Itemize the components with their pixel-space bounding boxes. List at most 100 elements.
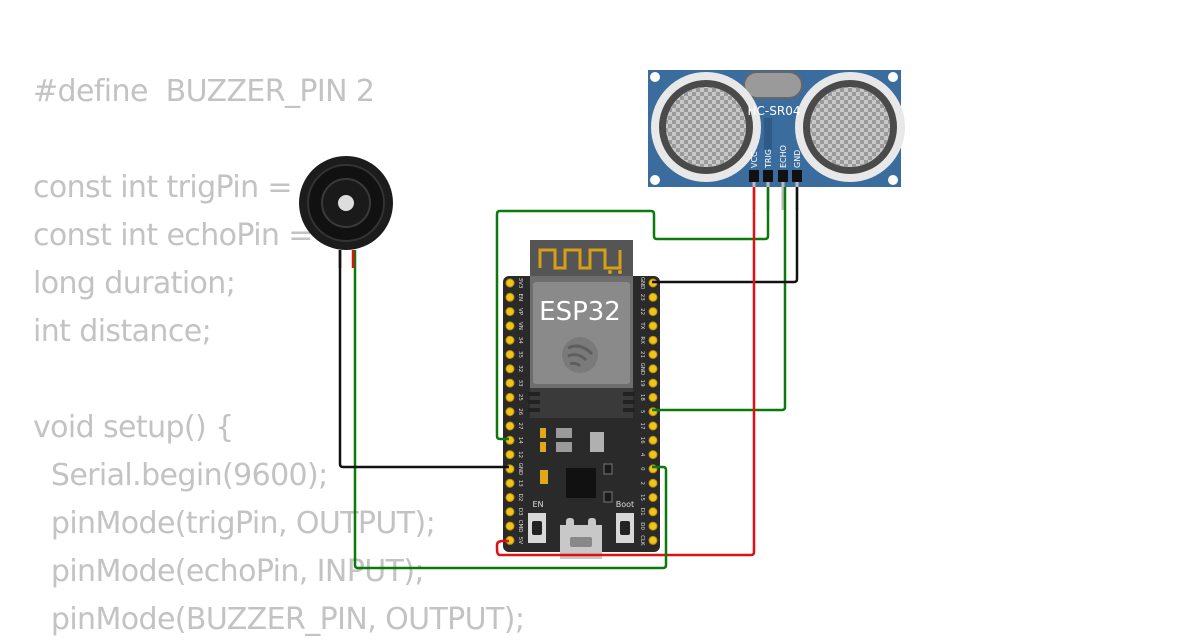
left-transducer-icon xyxy=(651,72,761,182)
pin-right-18[interactable]: 18 xyxy=(639,392,658,402)
pin-left-35[interactable]: 35 xyxy=(505,350,523,359)
pin-label: 15 xyxy=(639,494,645,501)
pin-label: 27 xyxy=(517,423,523,430)
circuit-diagram: HC-SR04 VCC TRIG ECHO GND ESP32 xyxy=(299,70,905,570)
pin-right-tx[interactable]: TX xyxy=(639,321,658,331)
code-line: #define BUZZER_PIN 2 xyxy=(33,74,375,109)
usb-port-icon xyxy=(560,518,602,559)
code-line: Serial.begin(9600); xyxy=(33,458,328,493)
pin-label: VP xyxy=(517,308,523,316)
pin-label: 12 xyxy=(517,451,523,458)
pin-label: D2 xyxy=(517,494,523,502)
sensor-label: HC-SR04 xyxy=(748,104,801,118)
wire-gnd xyxy=(652,187,799,284)
pin-label: TX xyxy=(639,321,645,329)
pin-right-d0[interactable]: D0 xyxy=(639,521,658,531)
pin-left-3v3[interactable]: 3V3 xyxy=(505,278,523,289)
boot-button[interactable] xyxy=(616,513,634,543)
pin-label: RX xyxy=(639,336,645,344)
board-label: ESP32 xyxy=(539,297,621,327)
code-line: pinMode(echoPin, INPUT); xyxy=(33,554,425,589)
pin-label: 2 xyxy=(639,481,645,485)
pin-label: CMD xyxy=(517,520,523,533)
pin-label: 26 xyxy=(517,408,523,415)
code-line: const int echoPin = xyxy=(33,218,322,253)
buzzer[interactable] xyxy=(299,156,393,250)
pin-label: 21 xyxy=(639,351,645,358)
code-line: int distance; xyxy=(33,314,212,349)
pin-right-17[interactable]: 17 xyxy=(639,421,658,431)
pin-left-34[interactable]: 34 xyxy=(505,335,523,345)
pin-label: GND xyxy=(639,362,645,375)
sensor-pin-echo[interactable] xyxy=(778,170,788,210)
code-line: void setup() { xyxy=(33,410,234,445)
pin-left-33[interactable]: 33 xyxy=(505,378,523,388)
pin-label: CLK xyxy=(639,535,645,546)
boot-button-label: Boot xyxy=(616,500,634,509)
pin-left-12[interactable]: 12 xyxy=(505,450,523,460)
wires xyxy=(338,187,799,570)
pin-right-clk[interactable]: CLK xyxy=(639,535,658,546)
pin-right-15[interactable]: 15 xyxy=(639,493,658,502)
pin-label: D0 xyxy=(639,522,645,530)
pin-label: 13 xyxy=(517,480,523,487)
en-button-label: EN xyxy=(532,500,543,509)
pin-label: 18 xyxy=(639,394,645,401)
pin-right-21[interactable]: 21 xyxy=(639,350,658,359)
wire-buzzer-gnd xyxy=(338,250,509,469)
pin-label: D1 xyxy=(639,508,645,516)
en-button[interactable] xyxy=(528,513,546,543)
pin-right-d1[interactable]: D1 xyxy=(639,507,658,517)
pin-label: 19 xyxy=(639,380,645,387)
code-line: long duration; xyxy=(33,266,236,301)
code-line: pinMode(trigPin, OUTPUT); xyxy=(33,506,436,541)
pin-label: 35 xyxy=(517,351,523,358)
pin-left-vn[interactable]: VN xyxy=(505,321,523,331)
pin-right-16[interactable]: 16 xyxy=(639,435,658,445)
pin-left-32[interactable]: 32 xyxy=(505,364,523,374)
pin-right-2[interactable]: 2 xyxy=(639,478,658,488)
pin-label: 14 xyxy=(517,437,523,444)
pin-left-26[interactable]: 26 xyxy=(505,407,523,417)
pin-right-23[interactable]: 23 xyxy=(639,292,658,302)
pin-right-4[interactable]: 4 xyxy=(639,450,658,460)
pin-label: VN xyxy=(517,322,523,330)
wire-echo xyxy=(652,187,787,412)
pin-right-rx[interactable]: RX xyxy=(639,335,658,345)
pin-label: 3V3 xyxy=(517,278,523,289)
pin-left-13[interactable]: 13 xyxy=(505,478,523,488)
pin-label: 0 xyxy=(639,467,645,471)
pin-left-cmd[interactable]: CMD xyxy=(505,520,523,533)
pin-label: 16 xyxy=(639,437,645,444)
wire-buzzer-signal xyxy=(353,250,668,570)
sensor-pin-label: TRIG xyxy=(764,149,773,169)
pin-right-19[interactable]: 19 xyxy=(639,378,658,388)
pin-label: GND xyxy=(639,277,645,290)
pin-label: 32 xyxy=(517,365,523,372)
pin-left-vp[interactable]: VP xyxy=(505,307,523,317)
pin-right-gnd[interactable]: GND xyxy=(639,362,658,375)
wire-vcc xyxy=(495,187,756,557)
sensor-pin-label: VCC xyxy=(750,151,759,168)
sensor-pin-label: GND xyxy=(793,150,802,168)
espressif-logo-icon xyxy=(562,337,598,373)
pin-label: 33 xyxy=(517,380,523,387)
pin-label: 25 xyxy=(517,394,523,401)
pin-right-22[interactable]: 22 xyxy=(639,307,658,317)
pin-left-25[interactable]: 25 xyxy=(505,392,523,402)
pin-label: 5 xyxy=(639,410,645,414)
pin-label: 23 xyxy=(639,294,645,301)
pin-label: GND xyxy=(517,463,523,476)
pin-label: 5V xyxy=(517,537,523,544)
pin-label: D3 xyxy=(517,508,523,516)
pin-left-d3[interactable]: D3 xyxy=(505,507,523,517)
pin-label: 34 xyxy=(517,337,523,344)
pin-left-d2[interactable]: D2 xyxy=(505,493,523,502)
right-transducer-icon xyxy=(795,72,905,182)
sensor-pin-label: ECHO xyxy=(779,145,788,168)
ultrasonic-sensor[interactable]: HC-SR04 VCC TRIG ECHO GND xyxy=(648,70,905,210)
pin-left-27[interactable]: 27 xyxy=(505,421,523,431)
pin-label: 17 xyxy=(639,423,645,430)
esp32-board[interactable]: ESP32 EN Boot xyxy=(503,240,660,559)
pin-left-en[interactable]: EN xyxy=(505,292,523,302)
